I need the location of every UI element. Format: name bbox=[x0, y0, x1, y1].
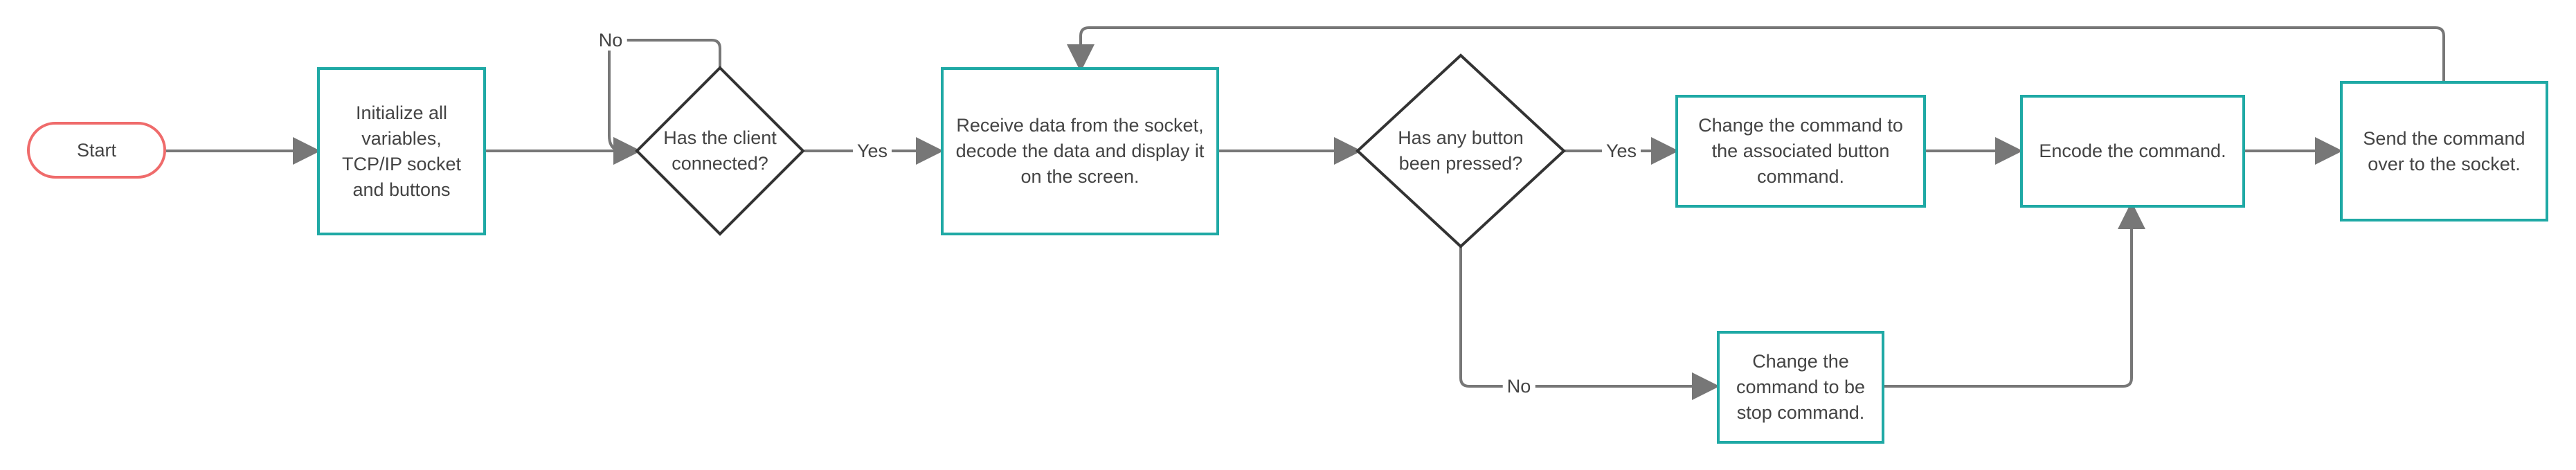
change-associated-label: Change the command to the associated but… bbox=[1698, 115, 1903, 187]
process-change-stop: Change the command to be stop command. bbox=[1717, 331, 1884, 444]
process-encode-command: Encode the command. bbox=[2020, 95, 2245, 208]
edge-button-no-to-stop bbox=[1459, 246, 1720, 400]
decision-button-pressed-text: Has any button been pressed? bbox=[1381, 116, 1540, 186]
encode-command-label: Encode the command. bbox=[2039, 141, 2226, 161]
decision-client-connected-text: Has the client connected? bbox=[654, 116, 786, 186]
start-label: Start bbox=[76, 139, 117, 161]
edge-label-client-yes: Yes bbox=[852, 141, 892, 161]
process-receive-data: Receive data from the socket, decode the… bbox=[941, 67, 1219, 235]
process-send-command: Send the command over to the socket. bbox=[2340, 81, 2548, 222]
receive-data-label: Receive data from the socket, decode the… bbox=[955, 115, 1205, 187]
edge-stop-to-encode bbox=[1884, 201, 2145, 388]
client-connected-label: Has the client connected? bbox=[663, 127, 777, 174]
process-initialize: Initialize all variables, TCP/IP socket … bbox=[317, 67, 486, 235]
edge-label-client-no: No bbox=[594, 30, 627, 51]
change-stop-label: Change the command to be stop command. bbox=[1736, 351, 1866, 423]
edge-label-button-yes: Yes bbox=[1601, 141, 1641, 161]
edge-label-button-no: No bbox=[1502, 376, 1535, 397]
edge-send-loop-to-receive bbox=[1067, 26, 2445, 81]
initialize-label: Initialize all variables, TCP/IP socket … bbox=[341, 102, 462, 200]
process-change-associated: Change the command to the associated but… bbox=[1675, 95, 1926, 208]
decision-diamond-client-connected bbox=[635, 66, 805, 236]
button-pressed-label: Has any button been pressed? bbox=[1398, 127, 1524, 174]
start-terminal: Start bbox=[27, 122, 166, 179]
send-command-label: Send the command over to the socket. bbox=[2363, 127, 2525, 174]
decision-diamond-button-pressed bbox=[1355, 53, 1566, 248]
